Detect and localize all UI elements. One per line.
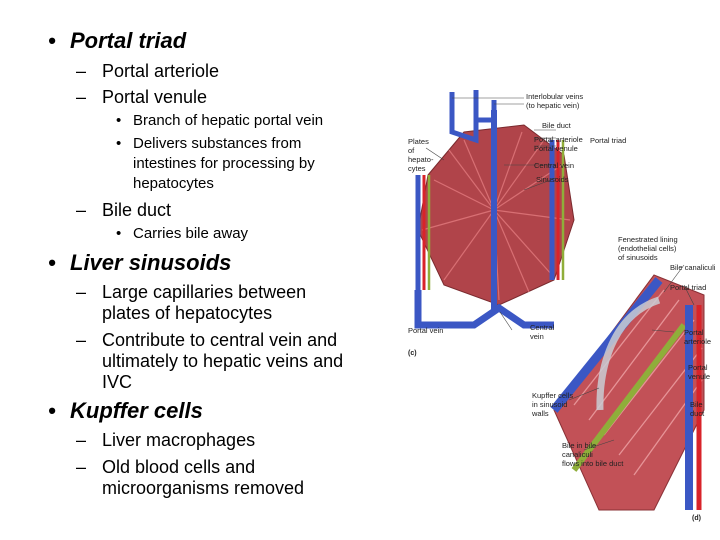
dash: – [76, 457, 87, 477]
item-text: Portal venule [102, 87, 208, 107]
section-heading: Kupffer cells [70, 398, 203, 423]
label-kupffer-2: in sinusoid [532, 400, 567, 409]
label-portal-venule: Portal venule [534, 144, 578, 153]
section-heading: Liver sinusoids [70, 250, 232, 275]
dash: – [76, 330, 87, 350]
dash: – [76, 200, 87, 220]
item-continuation: ultimately to hepatic veins and [102, 351, 344, 371]
label-portal-vein: Portal vein [408, 326, 443, 335]
item-text: Bile duct [102, 200, 172, 220]
leader-lines [425, 97, 695, 451]
section-heading: Portal triad [70, 28, 187, 53]
label-plates: Plates [408, 137, 429, 146]
label-bile-canaliculi: Bile canaliculi [670, 263, 716, 272]
dash: – [76, 61, 87, 81]
panel-label-d: (d) [692, 515, 701, 522]
label-sinusoids: Sinusoids [536, 175, 569, 184]
label-central-vein-2b: vein [530, 332, 544, 341]
label-interlobular-veins-2: (to hepatic vein) [526, 101, 580, 110]
label-bile-duct-2: Bile [690, 400, 703, 409]
dash: – [76, 282, 87, 302]
label-central-vein: Central vein [534, 161, 574, 170]
label-portal-triad: Portal triad [590, 136, 626, 145]
subitem-text: Carries bile away [133, 225, 249, 242]
label-fenestrated: Fenestrated lining [618, 235, 678, 244]
label-portal-arteriole-2: Portal [684, 328, 704, 337]
item-continuation: microorganisms removed [102, 478, 305, 498]
bile-duct-detail [571, 323, 687, 472]
item-text: Old blood cells and [102, 457, 256, 477]
label-fenestrated-2: (endothelial cells) [618, 244, 677, 253]
label-central-vein-2: Central [530, 323, 555, 332]
label-bile-duct: Bile duct [542, 121, 572, 130]
panel-label-c: (c) [408, 350, 417, 357]
dash: – [76, 87, 87, 107]
bullet: • [116, 135, 122, 152]
label-plates-4: cytes [408, 164, 426, 173]
label-portal-arteriole-2b: arteriole [684, 337, 711, 346]
label-kupffer-3: walls [531, 409, 549, 418]
label-interlobular-veins: Interlobular veins [526, 92, 583, 101]
subitem-text: Branch of hepatic portal vein [133, 112, 324, 129]
item-continuation: IVC [102, 372, 133, 392]
dash: – [76, 430, 87, 450]
label-portal-venule-2: Portal [688, 363, 708, 372]
sinusoid-detail-illustration [550, 274, 705, 511]
item-continuation: plates of hepatocytes [102, 303, 273, 323]
label-plates-2: of [408, 146, 415, 155]
label-bile-duct-2b: duct [690, 409, 705, 418]
item-text: Contribute to central vein and [102, 330, 338, 350]
fenestrated-arrow [596, 296, 661, 411]
liver-lobule-figure: Interlobular veins (to hepatic vein) Pla… [408, 90, 716, 522]
bullet: • [116, 112, 122, 129]
interlobular-vein [449, 90, 479, 144]
bullet: • [48, 250, 56, 275]
subitem-continuation: intestines for processing by [133, 155, 315, 172]
label-portal-venule-2b: venule [688, 372, 710, 381]
label-fenestrated-3: of sinusoids [618, 253, 658, 262]
item-text: Liver macrophages [102, 430, 256, 450]
label-bile-flow-2: canaliculi [562, 450, 593, 459]
label-portal-arteriole: Portal arteriole [534, 135, 583, 144]
portal-vein [414, 290, 554, 329]
subitem-text: Delivers substances from [133, 135, 302, 152]
central-vein-detail [550, 277, 663, 413]
liver-lobule-illustration [414, 90, 575, 329]
portal-triad-vessels [415, 140, 565, 290]
bullet: • [116, 225, 122, 242]
label-kupffer: Kupffer cells [532, 391, 573, 400]
bullet: • [48, 398, 56, 423]
label-bile-flow: Bile in bile [562, 441, 596, 450]
item-text: Large capillaries between [102, 282, 307, 302]
figure-labels: Interlobular veins (to hepatic vein) Pla… [408, 92, 716, 522]
label-bile-flow-3: flows into bile duct [562, 459, 624, 468]
label-plates-3: hepato- [408, 155, 434, 164]
item-text: Portal arteriole [102, 61, 220, 81]
label-portal-triad-2: Portal triad [670, 283, 706, 292]
bullet: • [48, 28, 56, 53]
subitem-continuation: hepatocytes [133, 175, 214, 192]
